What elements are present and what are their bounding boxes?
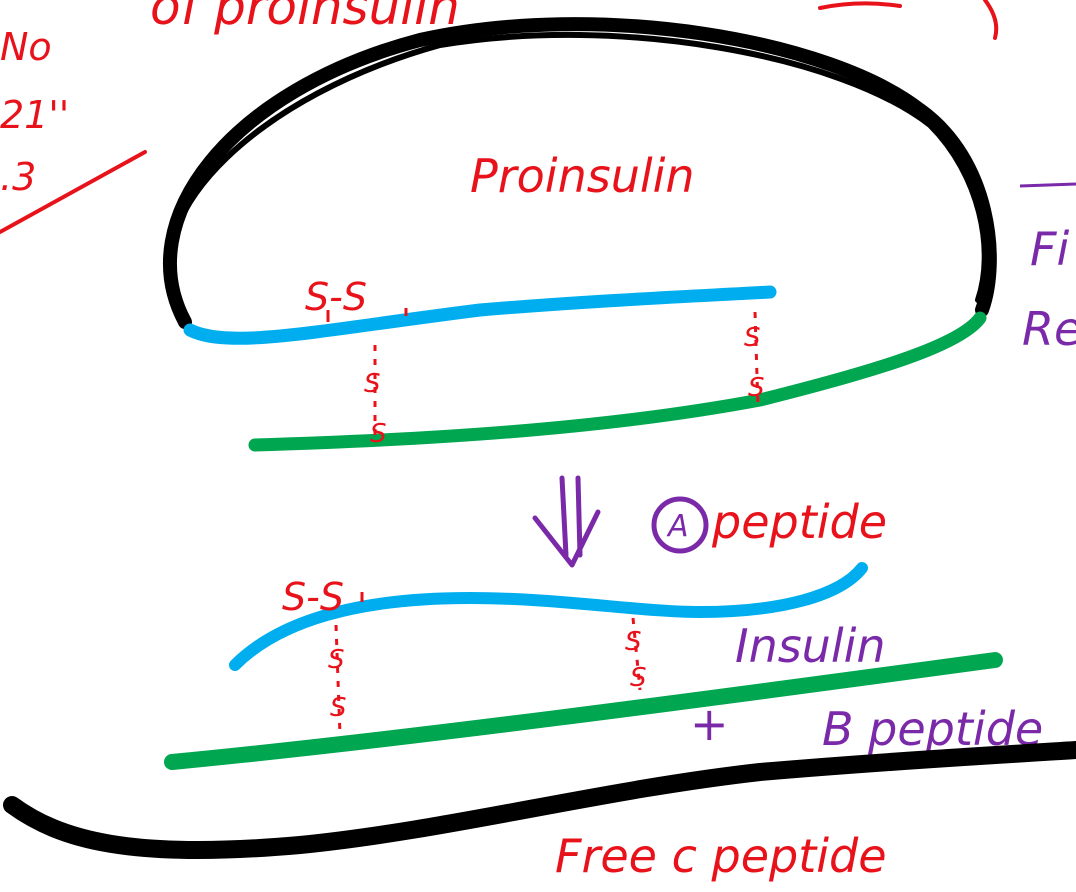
free-c-peptide-line <box>3 741 1076 860</box>
interchain-bond-left-s1: S <box>364 369 381 399</box>
interchain-bond-right-s2: S <box>748 373 765 403</box>
insulin-label: Insulin <box>735 619 886 673</box>
cleavage-arrow <box>532 475 601 568</box>
side-note-3: .3 <box>0 155 36 199</box>
c-peptide-loop <box>162 17 997 329</box>
proinsulin-label: Proinsulin <box>470 149 695 203</box>
top-note: of proinsulin No 21'' .3 <box>0 0 999 234</box>
interchain-bond-left-s2: S <box>370 419 387 449</box>
peptide-label-circle <box>651 496 709 554</box>
top-right-stroke <box>818 0 999 40</box>
insulin-intrachain-ss-label: S-S <box>282 575 344 619</box>
c-peptide-loop-shade <box>166 31 988 303</box>
side-note-2: 21'' <box>0 93 69 137</box>
insulin-interchain-bond-left <box>334 624 342 736</box>
insulin-a-chain <box>229 562 868 671</box>
proinsulin-a-chain <box>183 285 777 345</box>
free-c-peptide-label: Free c peptide <box>555 829 887 883</box>
peptide-label-letter: A <box>666 509 689 544</box>
interchain-bond-right-s1: S <box>744 323 761 353</box>
note-underline <box>0 150 147 234</box>
insulin-bond-right-s2: S <box>630 663 647 693</box>
right-fragment-2: Re <box>1022 302 1076 356</box>
proinsulin-disulfide-bonds: S-S S S S S <box>305 275 765 449</box>
right-overline <box>1019 182 1076 188</box>
insulin-b-chain <box>164 652 1003 770</box>
insulin-disulfide-bonds: S-S S S S S <box>282 575 647 736</box>
side-note-1: No <box>0 25 52 69</box>
insulin-bond-left-s1: S <box>328 645 345 675</box>
insulin-bond-left-s2: S <box>330 693 347 723</box>
right-fragment-1: Fi <box>1030 222 1069 276</box>
insulin-interchain-bond-right <box>631 617 642 691</box>
insulin-bond-right-s1: S <box>625 627 642 657</box>
intrachain-ss-label: S-S <box>305 275 367 319</box>
peptide-label-text: peptide <box>711 495 887 549</box>
interchain-bond-right <box>753 311 760 409</box>
proinsulin-b-chain <box>248 311 987 452</box>
title-fragment: of proinsulin <box>150 0 460 36</box>
plus-sign: + <box>690 697 729 751</box>
